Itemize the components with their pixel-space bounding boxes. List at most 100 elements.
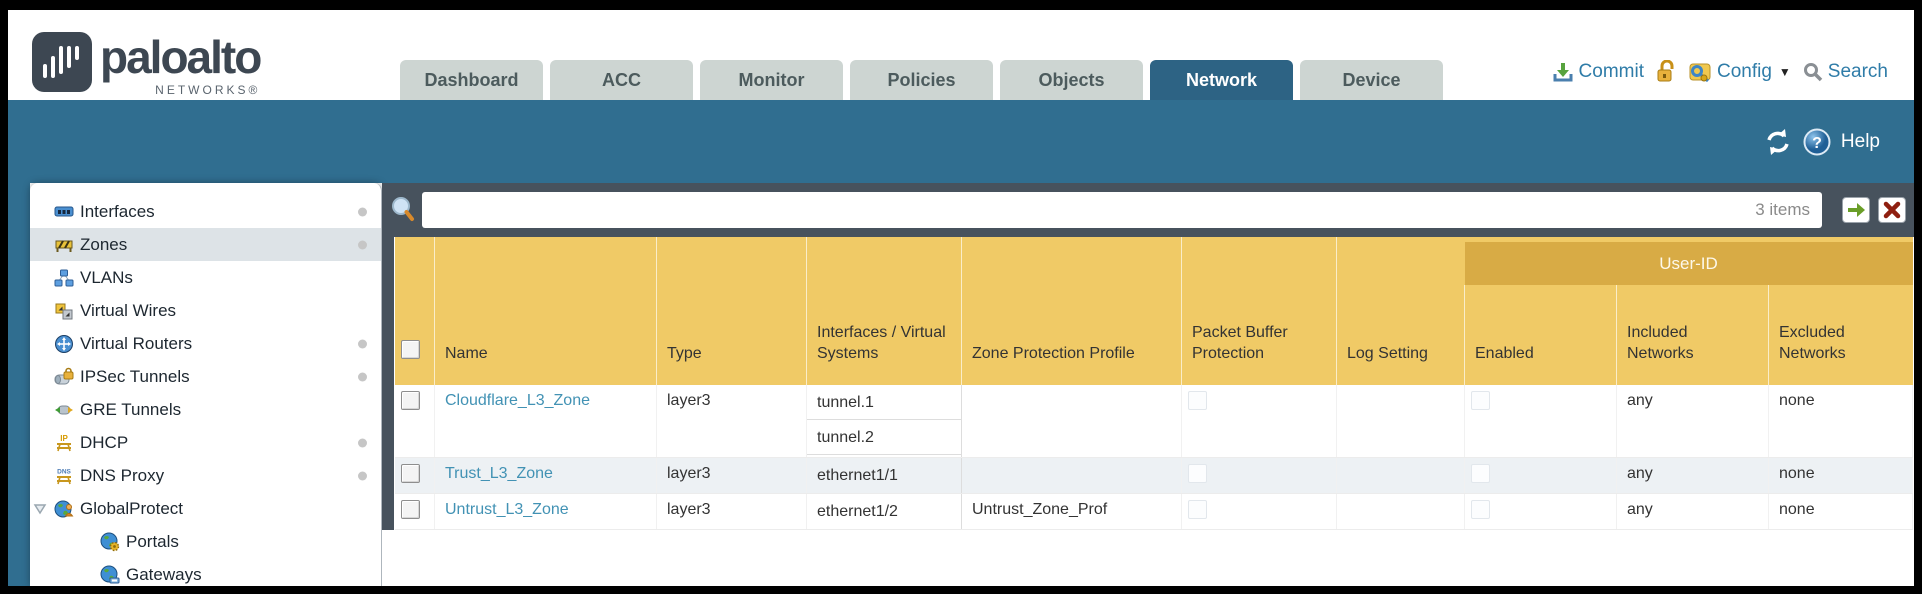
- config-button[interactable]: Config ▼: [1688, 60, 1791, 84]
- col-included-networks[interactable]: Included Networks: [1616, 285, 1769, 385]
- enabled-checkbox[interactable]: [1471, 463, 1490, 483]
- col-interfaces[interactable]: Interfaces / Virtual Systems: [806, 237, 962, 385]
- col-group-user-id: User-ID: [1464, 237, 1913, 285]
- row-checkbox[interactable]: [400, 463, 420, 483]
- magnifier-icon[interactable]: [390, 196, 416, 224]
- zone-name-link[interactable]: Untrust_L3_Zone: [445, 500, 569, 518]
- table-left-gutter: [382, 237, 394, 530]
- zone-protection-profile: [961, 457, 1182, 494]
- included-networks: any: [1616, 493, 1769, 530]
- globalprotect-expander-icon[interactable]: [32, 501, 48, 517]
- pulse-glyph: [43, 46, 79, 78]
- sidebar-label: IPSec Tunnels: [80, 366, 190, 386]
- col-log-setting[interactable]: Log Setting: [1336, 237, 1465, 385]
- col-zone-protection-profile[interactable]: Zone Protection Profile: [961, 237, 1182, 385]
- packet-buffer-checkbox[interactable]: [1188, 391, 1207, 410]
- logo-text: paloalto NETWORKS®: [100, 32, 262, 97]
- col-enabled[interactable]: Enabled: [1464, 285, 1617, 385]
- portals-icon: [100, 532, 120, 551]
- status-dot: [358, 372, 367, 381]
- sidebar-label: Zones: [80, 234, 128, 254]
- commit-button[interactable]: Commit: [1552, 61, 1644, 83]
- enabled-checkbox[interactable]: [1471, 499, 1490, 519]
- select-all-header: [394, 237, 435, 385]
- brand-networks: NETWORKS®: [155, 83, 261, 97]
- sidebar-label: Virtual Routers: [80, 333, 193, 353]
- paloalto-logo-icon: [32, 32, 92, 92]
- table-row: Untrust_L3_Zone layer3 ethernet1/2 Untru…: [394, 493, 1913, 530]
- zone-protection-profile: Untrust_Zone_Prof: [961, 493, 1182, 530]
- tab-network[interactable]: Network: [1150, 60, 1293, 100]
- zone-interfaces: ethernet1/1: [806, 457, 962, 494]
- sidebar-label: VLANs: [80, 267, 133, 287]
- zone-name-link[interactable]: Cloudflare_L3_Zone: [445, 392, 590, 409]
- help-icon[interactable]: ?: [1803, 128, 1831, 156]
- sidebar-item-interfaces[interactable]: Interfaces: [30, 195, 381, 228]
- log-setting: [1336, 385, 1465, 458]
- teal-band: ? Help: [8, 100, 1914, 183]
- tab-device[interactable]: Device: [1300, 60, 1443, 100]
- log-setting: [1336, 457, 1465, 494]
- sidebar-item-gre-tunnels[interactable]: GRE Tunnels: [30, 393, 381, 426]
- left-gutter: [8, 183, 30, 586]
- packet-buffer-checkbox[interactable]: [1188, 463, 1207, 483]
- tab-monitor[interactable]: Monitor: [700, 60, 843, 100]
- row-checkbox[interactable]: [400, 499, 420, 519]
- apply-filter-button[interactable]: [1842, 197, 1870, 223]
- lock-icon[interactable]: [1656, 60, 1676, 84]
- col-packet-buffer-protection[interactable]: Packet Buffer Protection: [1181, 237, 1337, 385]
- zones-table-zone: Name Type Interfaces / Virtual Systems Z…: [382, 237, 1914, 530]
- svg-text:IP: IP: [60, 434, 68, 443]
- sidebar-item-vlans[interactable]: VLANs: [30, 261, 381, 294]
- sidebar-item-virtual-routers[interactable]: Virtual Routers: [30, 327, 381, 360]
- clear-filter-button[interactable]: [1878, 197, 1906, 223]
- interface-item: tunnel.2: [807, 420, 961, 455]
- commit-icon: [1553, 63, 1573, 82]
- sidebar-item-dhcp[interactable]: IP DHCP: [30, 426, 381, 459]
- col-type[interactable]: Type: [656, 237, 807, 385]
- item-count: 3 items: [1755, 200, 1810, 219]
- sidebar-item-virtual-wires[interactable]: Virtual Wires: [30, 294, 381, 327]
- sidebar-label: Gateways: [126, 564, 202, 584]
- search-button[interactable]: Search: [1803, 61, 1888, 83]
- excluded-networks: none: [1768, 493, 1913, 530]
- filter-input[interactable]: 3 items: [422, 192, 1822, 228]
- zone-name-link[interactable]: Trust_L3_Zone: [445, 464, 553, 482]
- excluded-networks: none: [1768, 457, 1913, 494]
- sidebar-item-dns-proxy[interactable]: DNS DNS Proxy: [30, 459, 381, 492]
- commit-label: Commit: [1578, 61, 1644, 82]
- content-area: 3 items: [382, 183, 1914, 586]
- sidebar-item-globalprotect[interactable]: GlobalProtect: [30, 492, 381, 525]
- vlans-icon: [54, 269, 74, 286]
- status-dot: [358, 240, 367, 249]
- packet-buffer-checkbox[interactable]: [1188, 499, 1207, 519]
- status-dot: [358, 207, 367, 216]
- tab-policies[interactable]: Policies: [850, 60, 993, 100]
- zone-type: layer3: [656, 457, 807, 494]
- sidebar-item-ipsec-tunnels[interactable]: IPSec Tunnels: [30, 360, 381, 393]
- tab-dashboard[interactable]: Dashboard: [400, 60, 543, 100]
- row-checkbox[interactable]: [400, 391, 420, 410]
- enabled-checkbox[interactable]: [1471, 391, 1490, 410]
- red-x-icon: [1883, 201, 1901, 219]
- paloalto-logo: paloalto NETWORKS®: [32, 32, 262, 97]
- header-actions: Commit Config ▼: [1552, 54, 1888, 90]
- help-label[interactable]: Help: [1840, 130, 1880, 152]
- sidebar-item-gateways[interactable]: Gateways: [30, 558, 381, 586]
- refresh-icon[interactable]: [1763, 127, 1793, 157]
- sidebar-label: Interfaces: [80, 201, 155, 221]
- config-icon: [1689, 63, 1711, 83]
- header: paloalto NETWORKS® Dashboard ACC Monitor…: [8, 10, 1914, 100]
- sidebar-item-zones[interactable]: Zones: [30, 228, 381, 261]
- tab-objects[interactable]: Objects: [1000, 60, 1143, 100]
- status-dot: [358, 438, 367, 447]
- dhcp-icon: IP: [57, 434, 71, 451]
- tab-acc[interactable]: ACC: [550, 60, 693, 100]
- sidebar-label: DHCP: [80, 432, 129, 452]
- col-name[interactable]: Name: [434, 237, 657, 385]
- interface-item: ethernet1/2: [817, 502, 898, 520]
- col-excluded-networks[interactable]: Excluded Networks: [1768, 285, 1913, 385]
- sidebar-item-portals[interactable]: Portals: [30, 525, 381, 558]
- select-all-checkbox[interactable]: [401, 340, 420, 359]
- app-window: paloalto NETWORKS® Dashboard ACC Monitor…: [8, 10, 1914, 586]
